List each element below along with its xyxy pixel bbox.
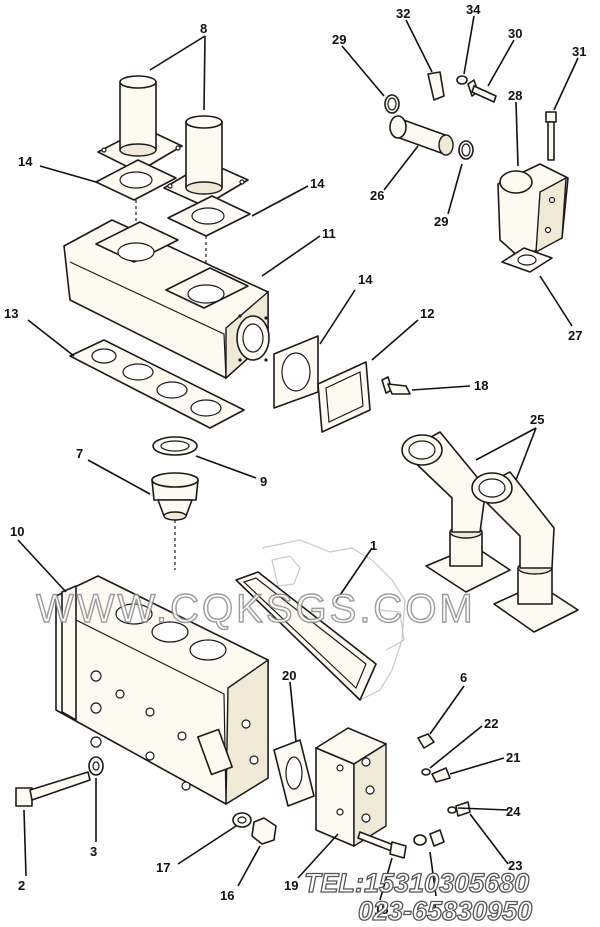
callout-25: 25 [530,412,544,427]
callout-30: 30 [508,26,522,41]
part-4-washer [413,834,427,846]
callout-1: 1 [370,538,377,553]
callout-34: 34 [466,2,481,17]
part-25-elbow-pipe-right [471,471,579,633]
callout-27: 27 [568,328,582,343]
callout-4: 4 [430,898,438,913]
part-1-cover-gasket [235,571,377,701]
part-32-clip [427,71,445,101]
callout-18: 18 [474,378,488,393]
part-3-washer [88,756,104,776]
callout-19: 19 [284,878,298,893]
callout-31: 31 [572,44,586,59]
part-29-oring-right [458,140,474,160]
part-10-thermostat-housing [55,575,269,806]
callout-7: 7 [76,446,83,461]
part-13-manifold-gasket [69,339,245,429]
part-plug-small [429,829,445,847]
part-9-seal-ring [152,436,198,456]
background-engine-outline [261,539,406,701]
callout-6: 6 [460,670,467,685]
part-15-bolt [357,831,407,859]
contact-phone: 023-65830950 [358,896,532,926]
part-12-cover-plate [317,361,371,433]
part-17-washer [232,812,252,828]
callout-29-right: 29 [434,214,448,229]
part-29-oring-left [384,94,400,114]
part-26-tube [389,115,454,156]
callout-17: 17 [156,860,170,875]
callout-8: 8 [200,21,207,36]
callout-28: 28 [508,88,522,103]
watermark-text: WWW.CQKSGS.COM [36,587,476,631]
callout-14-upper-right: 14 [310,176,325,191]
callout-labels: 8 14 14 11 13 14 12 18 7 9 10 1 25 20 6 … [4,2,586,917]
callout-2: 2 [18,878,25,893]
callout-3: 3 [90,844,97,859]
part-24-washer [447,806,457,814]
part-8-sleeve-left [97,75,183,173]
part-14-gasket-upper-left [95,159,177,201]
part-19-cover-block [315,727,387,848]
callout-29-left: 29 [332,32,346,47]
part-25-elbow-pipe-left [401,431,511,593]
callout-10: 10 [10,524,24,539]
part-16-plug [251,817,277,845]
callout-13: 13 [4,306,18,321]
part-31-bolt [545,111,557,161]
part-2-long-bolt [15,771,91,807]
callout-14-upper-left: 14 [18,154,33,169]
callout-22: 22 [484,716,498,731]
part-8-sleeve-right [163,115,249,207]
callout-26: 26 [370,188,384,203]
callout-23: 23 [508,858,522,873]
part-18-bolt [381,376,411,395]
leader-lines [17,15,579,901]
part-14-gasket-upper-right [167,195,251,237]
part-6-nut [417,733,435,749]
part-11-housing [63,219,270,380]
contact-telephone: TEL:15310305680 [304,868,529,898]
part-34-washer [456,75,468,85]
callout-12: 12 [420,306,434,321]
part-20-gasket [273,739,315,807]
callout-21: 21 [506,750,520,765]
part-28-elbow-housing [497,163,569,259]
part-21-screw [431,767,451,783]
callout-20: 20 [282,668,296,683]
part-7-thermostat [151,472,199,570]
callout-32: 32 [396,6,410,21]
part-27-gasket [501,247,553,273]
callout-11: 11 [322,226,336,241]
callout-9: 9 [260,474,267,489]
callout-16: 16 [220,888,234,903]
callout-24: 24 [506,804,521,819]
callout-15: 15 [374,902,388,917]
part-14-gasket-side [273,335,319,409]
part-30-bolt [467,79,497,103]
part-22-washer [421,768,431,776]
callout-14-side: 14 [358,272,373,287]
